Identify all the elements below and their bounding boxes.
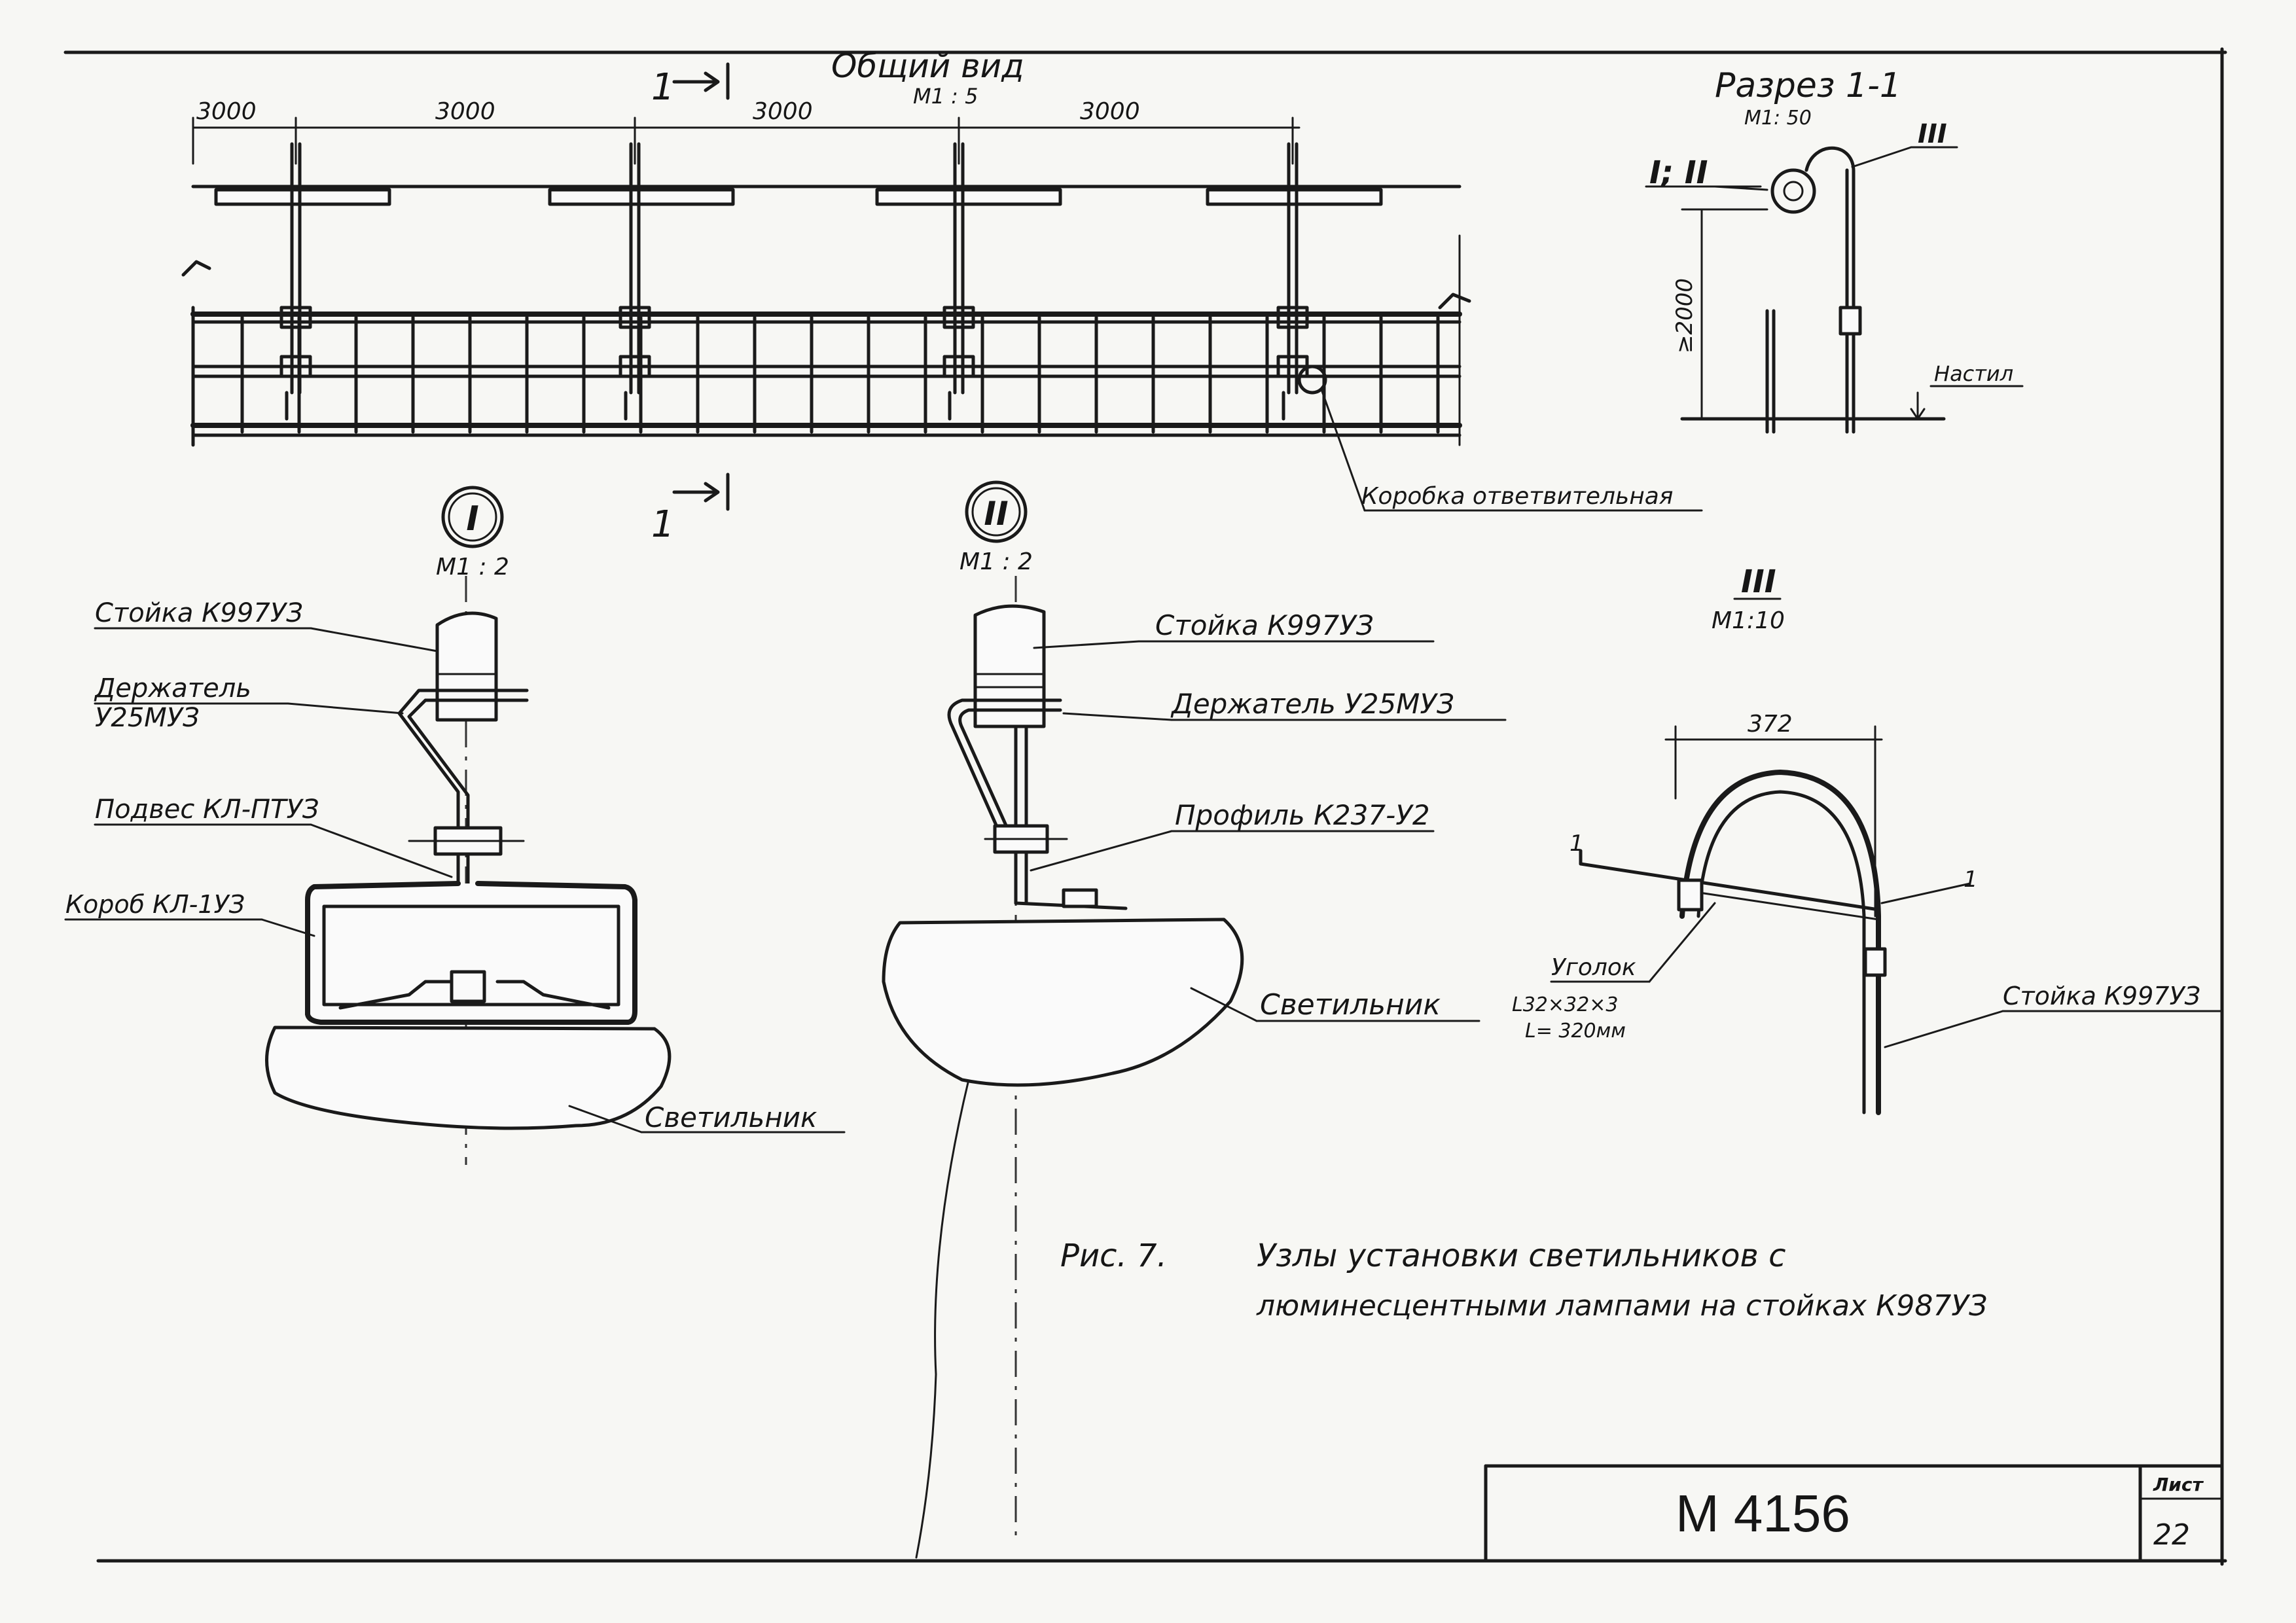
- node-3-scale: М1:10: [1712, 607, 1785, 634]
- node-2-label-profile: Профиль К237-У2: [1175, 799, 1430, 831]
- general-view-title: Общий вид: [831, 47, 1024, 85]
- node-2-label-post: Стойка К997УЗ: [1155, 609, 1374, 641]
- node-1-marker: [441, 486, 504, 548]
- node-3-label-angle-size: L32×32×3: [1512, 993, 1618, 1016]
- section-title: Разрез 1-1: [1715, 66, 1901, 105]
- section-mark-top: 1: [651, 66, 675, 109]
- node-1-id: I: [466, 499, 478, 539]
- node-2: II М1 : 2 Стойка К997УЗ Держатель У25МУЗ…: [882, 480, 1507, 1559]
- junction-box: [1297, 365, 1327, 395]
- post: [619, 142, 651, 421]
- node-1-label-holder: Держатель: [94, 673, 251, 704]
- node-1-label-holder-code: У25МУЗ: [95, 703, 200, 733]
- sheet-number: 22: [2153, 1518, 2190, 1552]
- node-2-post: [973, 604, 1046, 728]
- general-view-scale: М1 : 5: [913, 84, 978, 109]
- section-luminaire: [1770, 168, 1816, 214]
- sheet-label: Лист: [2153, 1474, 2204, 1495]
- deck-label: Настил: [1934, 361, 2013, 386]
- node-1-box: [305, 881, 637, 1025]
- section-post-arc: [1804, 146, 1856, 434]
- luminaire-2: [548, 188, 735, 206]
- node-1-label-hanger: Подвес КЛ-ПТУЗ: [95, 794, 319, 825]
- break-mark-right: [1438, 293, 1471, 310]
- title-block: М 4156 Лист 22: [1484, 1464, 2224, 1563]
- span-dim-4: 3000: [1080, 98, 1140, 125]
- span-dim-1: 3000: [196, 98, 257, 125]
- node-ref-3: III: [1918, 119, 1947, 149]
- node-3-label-post: Стойка К997УЗ: [2003, 982, 2200, 1010]
- luminaire-1: [214, 188, 391, 206]
- cable-tray: [190, 306, 1462, 447]
- node-3: III М1:10 372 1 1 Уголок L32×32×3 L= 320…: [1512, 563, 2223, 1115]
- node-2-label-luminaire: Светильник: [1260, 988, 1441, 1022]
- caption-line-2: люминесцентными лампами на стойках К987У…: [1256, 1289, 1987, 1323]
- node-3-label-angle-length: L= 320мм: [1525, 1020, 1626, 1043]
- node-2-holder: [947, 698, 1062, 846]
- luminaire-3: [875, 188, 1062, 206]
- post-part: [942, 306, 975, 329]
- post-part: [279, 355, 312, 378]
- node-2-luminaire: [882, 918, 1244, 1087]
- span-dim-3: 3000: [753, 98, 813, 125]
- node-2-id: II: [984, 495, 1008, 533]
- node-3-angle: [1579, 862, 1880, 912]
- height-dim: ≥2000: [1672, 278, 1698, 353]
- node-3-arc-outer: [1679, 770, 1881, 1115]
- node-3-width-dim: 372: [1748, 711, 1793, 738]
- node-1-luminaire: [265, 1026, 672, 1130]
- node-1-label-post: Стойка К997УЗ: [95, 598, 303, 628]
- node-1-post: [435, 611, 498, 722]
- node-2-marker: [965, 480, 1028, 543]
- node-2-label-holder: Держатель У25МУЗ: [1170, 688, 1454, 720]
- post-part: [619, 306, 651, 329]
- node-ref-1-2: I; II: [1649, 154, 1708, 191]
- node-1-label-luminaire: Светильник: [645, 1101, 817, 1133]
- node-3-cut-left: 1: [1570, 830, 1584, 857]
- node-1: I М1 : 2 Стойка К997УЗ Держатель У25МУЗ …: [64, 486, 846, 1165]
- section-scale: М1: 50: [1744, 107, 1812, 130]
- section-mark-bottom: 1: [651, 503, 675, 546]
- node-1-scale: М1 : 2: [436, 554, 509, 580]
- post-part: [619, 355, 651, 378]
- node-3-label-angle: Уголок: [1551, 954, 1636, 981]
- general-view: Общий вид М1 : 5 1 1 3000 3000 3000 3000: [181, 47, 1703, 546]
- node-1-label-box: Короб КЛ-1УЗ: [65, 890, 245, 919]
- section-1-1: Разрез 1-1 М1: 50 I; II III ≥2000 Настил: [1645, 66, 2024, 434]
- drawing-code: М 4156: [1676, 1484, 1850, 1543]
- luminaire-4: [1206, 188, 1383, 206]
- break-mark-left: [181, 260, 211, 277]
- caption-line-1: Узлы установки светильников с: [1257, 1238, 1785, 1274]
- post-part: [942, 355, 975, 378]
- post-part: [279, 306, 312, 329]
- post: [279, 142, 312, 421]
- post-part: [1276, 306, 1309, 329]
- span-dim-2: 3000: [435, 98, 495, 125]
- node-2-scale: М1 : 2: [960, 548, 1033, 575]
- post: [942, 142, 975, 421]
- posts: [279, 142, 1309, 421]
- caption-prefix: Рис. 7.: [1060, 1238, 1167, 1274]
- caption: Рис. 7. Узлы установки светильников с лю…: [1060, 1238, 1987, 1323]
- node-3-id: III: [1741, 563, 1776, 600]
- node-3-cut-right: 1: [1964, 866, 1978, 893]
- junction-box-label: Коробка ответвительная: [1361, 483, 1673, 510]
